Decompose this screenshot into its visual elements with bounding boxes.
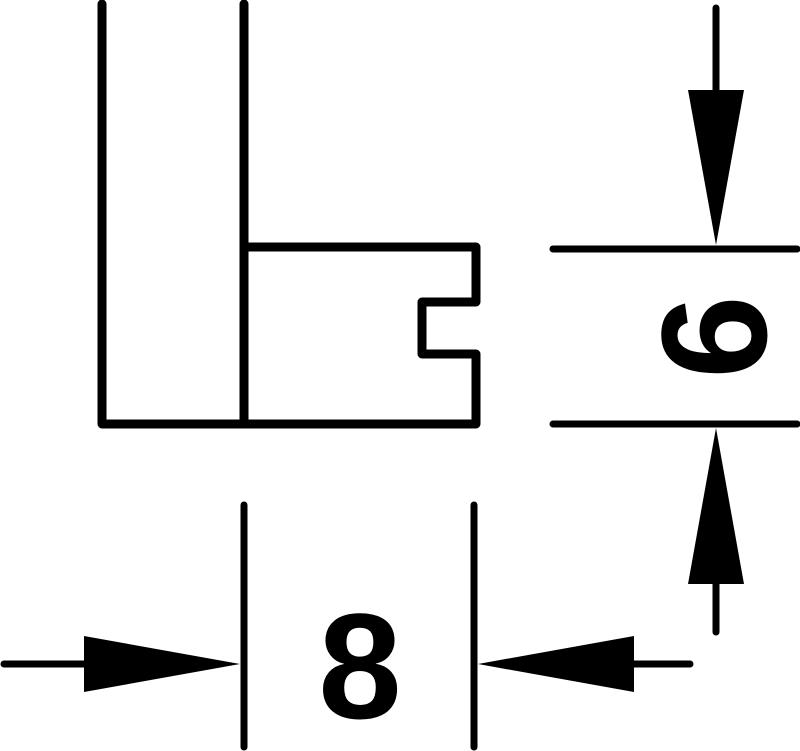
height-arrowhead-bottom (688, 428, 744, 584)
height-dimension-label: 6 (630, 295, 798, 378)
profile-outline (97, 0, 481, 429)
height-arrowhead-top (688, 90, 744, 245)
width-dimension-label: 8 (318, 582, 401, 750)
height-dimension: 6 (549, 4, 800, 636)
width-arrowhead-right (478, 636, 634, 692)
outer-frame-line (97, 0, 481, 429)
width-arrowhead-left (84, 636, 240, 692)
width-dimension: 8 (0, 501, 694, 751)
